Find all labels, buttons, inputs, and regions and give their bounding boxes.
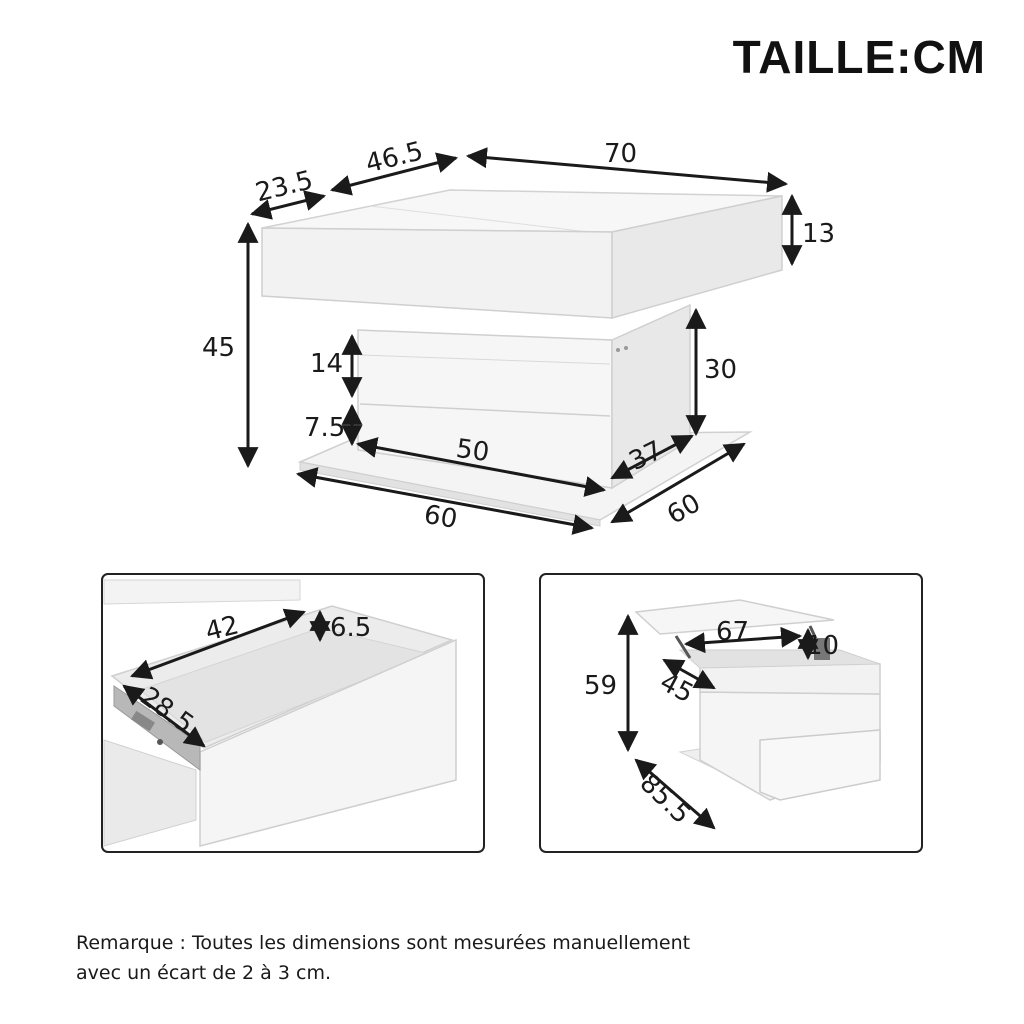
dim-label-width-top: 70 xyxy=(604,139,637,169)
table-top-side xyxy=(611,195,783,319)
measurement-note-line-1: Remarque : Toutes les dimensions sont me… xyxy=(76,932,691,954)
table-top-front xyxy=(261,227,613,319)
dim-label-lift-height: 59 xyxy=(584,671,617,701)
dim-label-drawer-front-height: 14 xyxy=(310,349,343,379)
dim-label-top-thickness: 13 xyxy=(802,219,835,249)
dim-label-base-width: 60 xyxy=(422,500,460,535)
dim-label-lift-gap: 10 xyxy=(806,631,839,661)
main-dimension-lines xyxy=(237,147,803,535)
dim-label-base-depth: 60 xyxy=(662,488,706,531)
dim-label-total-height: 45 xyxy=(202,333,235,363)
lift-table-illustration xyxy=(634,599,882,801)
lifted-top xyxy=(634,599,835,635)
dim-label-drawer-height: 6.5 xyxy=(330,613,371,643)
measurement-note: Remarque : Toutes les dimensions sont me… xyxy=(76,928,976,988)
dim-label-plinth-height: 7.5 xyxy=(304,413,345,443)
drawer-dimension-lines xyxy=(122,608,331,748)
measurement-note-line-2: avec un écart de 2 à 3 cm. xyxy=(76,962,331,984)
lift-dimension-lines xyxy=(617,613,819,830)
dim-label-depth-top: 46.5 xyxy=(363,136,426,179)
drawer-front-panel xyxy=(199,638,457,847)
dim-label-body-width: 50 xyxy=(454,434,491,468)
dim-label-lift-width: 67 xyxy=(716,617,749,647)
dim-label-body-height: 30 xyxy=(704,355,737,385)
size-unit-title: TAILLE:CM xyxy=(732,31,986,83)
dim-label-depth-extension: 23.5 xyxy=(253,165,316,208)
